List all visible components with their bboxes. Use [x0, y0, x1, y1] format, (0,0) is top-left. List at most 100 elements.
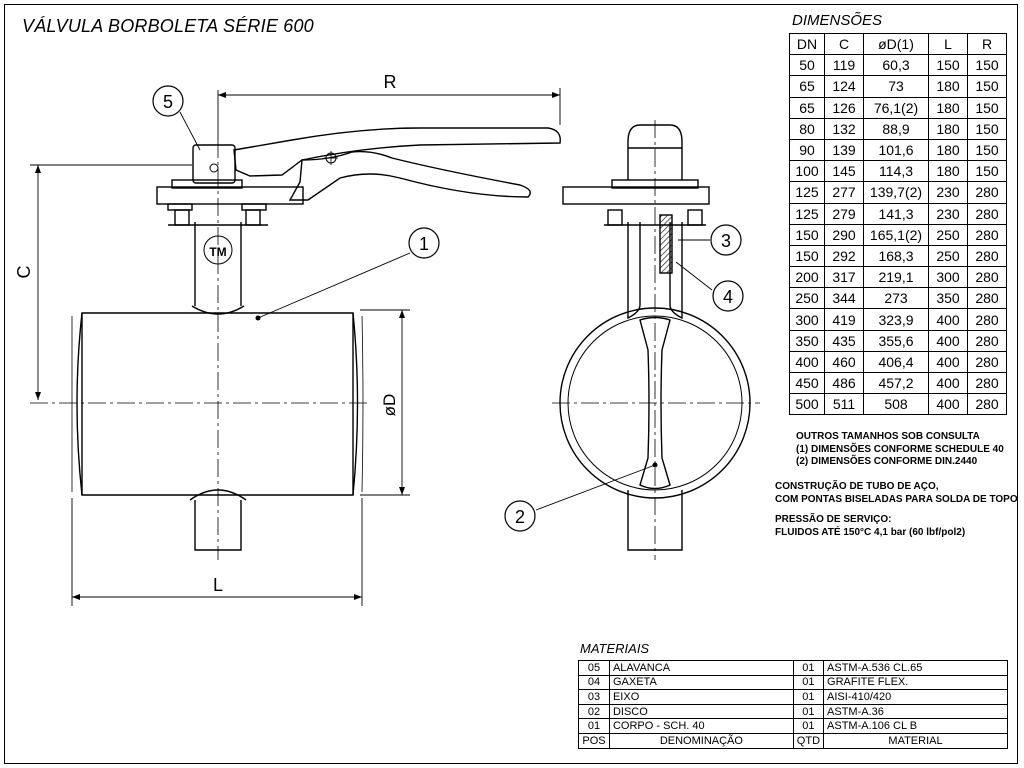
- balloon-5-label: 5: [163, 92, 173, 112]
- material-cell-name: EIXO: [608, 689, 794, 705]
- dimension-cell: 400: [789, 350, 825, 374]
- note-line: OUTROS TAMANHOS SOB CONSULTA: [796, 431, 980, 442]
- material-cell-name: CORPO - SCH. 40: [608, 718, 794, 734]
- dimension-cell: 279: [824, 202, 864, 225]
- material-cell-name: DISCO: [608, 703, 794, 720]
- materials-heading: MATERIAIS: [580, 641, 650, 656]
- material-cell-pos: 01: [578, 718, 610, 734]
- dimension-cell: 400: [928, 393, 968, 416]
- valve-body: [71, 305, 364, 551]
- dimension-cell: 219,1: [863, 266, 929, 289]
- dimension-cell: 280: [967, 287, 1007, 310]
- dimension-cell: 65: [789, 75, 825, 98]
- dimension-cell: 300: [789, 308, 825, 331]
- dimension-cell: 280: [967, 181, 1007, 204]
- dimension-cell: 150: [789, 244, 825, 268]
- dimension-cell: 300: [928, 266, 968, 289]
- dimension-cell: 280: [967, 244, 1007, 268]
- dimension-cell: 50: [789, 54, 825, 77]
- dimension-cell: 180: [928, 96, 968, 119]
- dimension-cell: 73: [863, 75, 929, 98]
- drawing-title: VÁLVULA BORBOLETA SÉRIE 600: [22, 16, 314, 36]
- dimension-cell: 317: [824, 266, 864, 289]
- leader-lines: [179, 111, 713, 511]
- material-cell-qty: 01: [792, 689, 825, 705]
- material-cell-name: DENOMINAÇÃO: [608, 732, 794, 749]
- dimension-cell: 180: [928, 138, 968, 162]
- dim-r-label: R: [384, 72, 397, 92]
- material-cell-qty: 01: [792, 660, 825, 676]
- dimension-cell: 100: [789, 160, 825, 183]
- dimension-l: [71, 498, 363, 606]
- dimension-cell: 350: [928, 287, 968, 310]
- dimension-cell: 508: [863, 393, 929, 416]
- balloon-2: [504, 500, 536, 532]
- dimension-cell: L: [928, 32, 968, 56]
- material-cell-qty: 01: [792, 718, 825, 734]
- dimension-cell: 250: [928, 223, 968, 246]
- dimension-cell: 355,6: [863, 329, 929, 352]
- side-body: [559, 124, 751, 551]
- dimension-cell: 168,3: [863, 244, 929, 268]
- dimension-cell: 350: [789, 329, 825, 352]
- dimension-cell: 486: [824, 371, 864, 395]
- dimension-cell: 150: [967, 54, 1007, 77]
- dimension-cell: 180: [928, 117, 968, 140]
- dimension-cell: 139: [824, 138, 864, 162]
- dimension-cell: 344: [824, 287, 864, 310]
- dimension-cell: 150: [967, 96, 1007, 119]
- dimension-cell: 150: [967, 75, 1007, 98]
- dimension-cell: 88,9: [863, 117, 929, 140]
- dimension-cell: 150: [928, 54, 968, 77]
- material-cell-material: AISI-410/420: [823, 689, 1008, 705]
- dimension-cell: 292: [824, 244, 864, 268]
- dimension-cell: 150: [967, 160, 1007, 183]
- balloon-4: [712, 280, 744, 312]
- material-cell-material: ASTM-A.536 CL.65: [823, 660, 1008, 676]
- dimension-cell: 126: [824, 96, 864, 119]
- top-flange: [156, 179, 304, 226]
- balloon-4-label: 4: [723, 287, 733, 307]
- dimension-cell: 450: [789, 371, 825, 395]
- drawing-frame: [4, 4, 1018, 764]
- dimension-cell: 125: [789, 202, 825, 225]
- balloon-1-label: 1: [419, 234, 429, 254]
- dimension-cell: 132: [824, 117, 864, 140]
- material-cell-material: ASTM-A.106 CL B: [823, 718, 1008, 734]
- material-cell-pos: POS: [578, 732, 610, 749]
- dimension-cell: 250: [789, 287, 825, 310]
- dim-d-label: øD: [380, 394, 399, 417]
- dimension-cell: 400: [928, 308, 968, 331]
- dimension-cell: 280: [967, 223, 1007, 246]
- dimension-cell: R: [967, 32, 1007, 56]
- dimension-cell: 119: [824, 54, 864, 77]
- dimension-cell: 125: [789, 181, 825, 204]
- side-center-lines: [552, 120, 760, 560]
- dimension-cell: 180: [928, 160, 968, 183]
- material-cell-qty: QTD: [792, 732, 825, 749]
- dimension-cell: 180: [928, 75, 968, 98]
- material-cell-material: MATERIAL: [823, 732, 1008, 749]
- material-cell-qty: 01: [792, 674, 825, 691]
- balloon-3-label: 3: [721, 231, 731, 251]
- dimension-cell: øD(1): [863, 32, 929, 56]
- dimension-cell: 150: [967, 117, 1007, 140]
- dimension-cell: 145: [824, 160, 864, 183]
- dimension-d: [360, 309, 410, 496]
- dimension-notes: OUTROS TAMANHOS SOB CONSULTA (1) DIMENSÕ…: [796, 431, 1004, 469]
